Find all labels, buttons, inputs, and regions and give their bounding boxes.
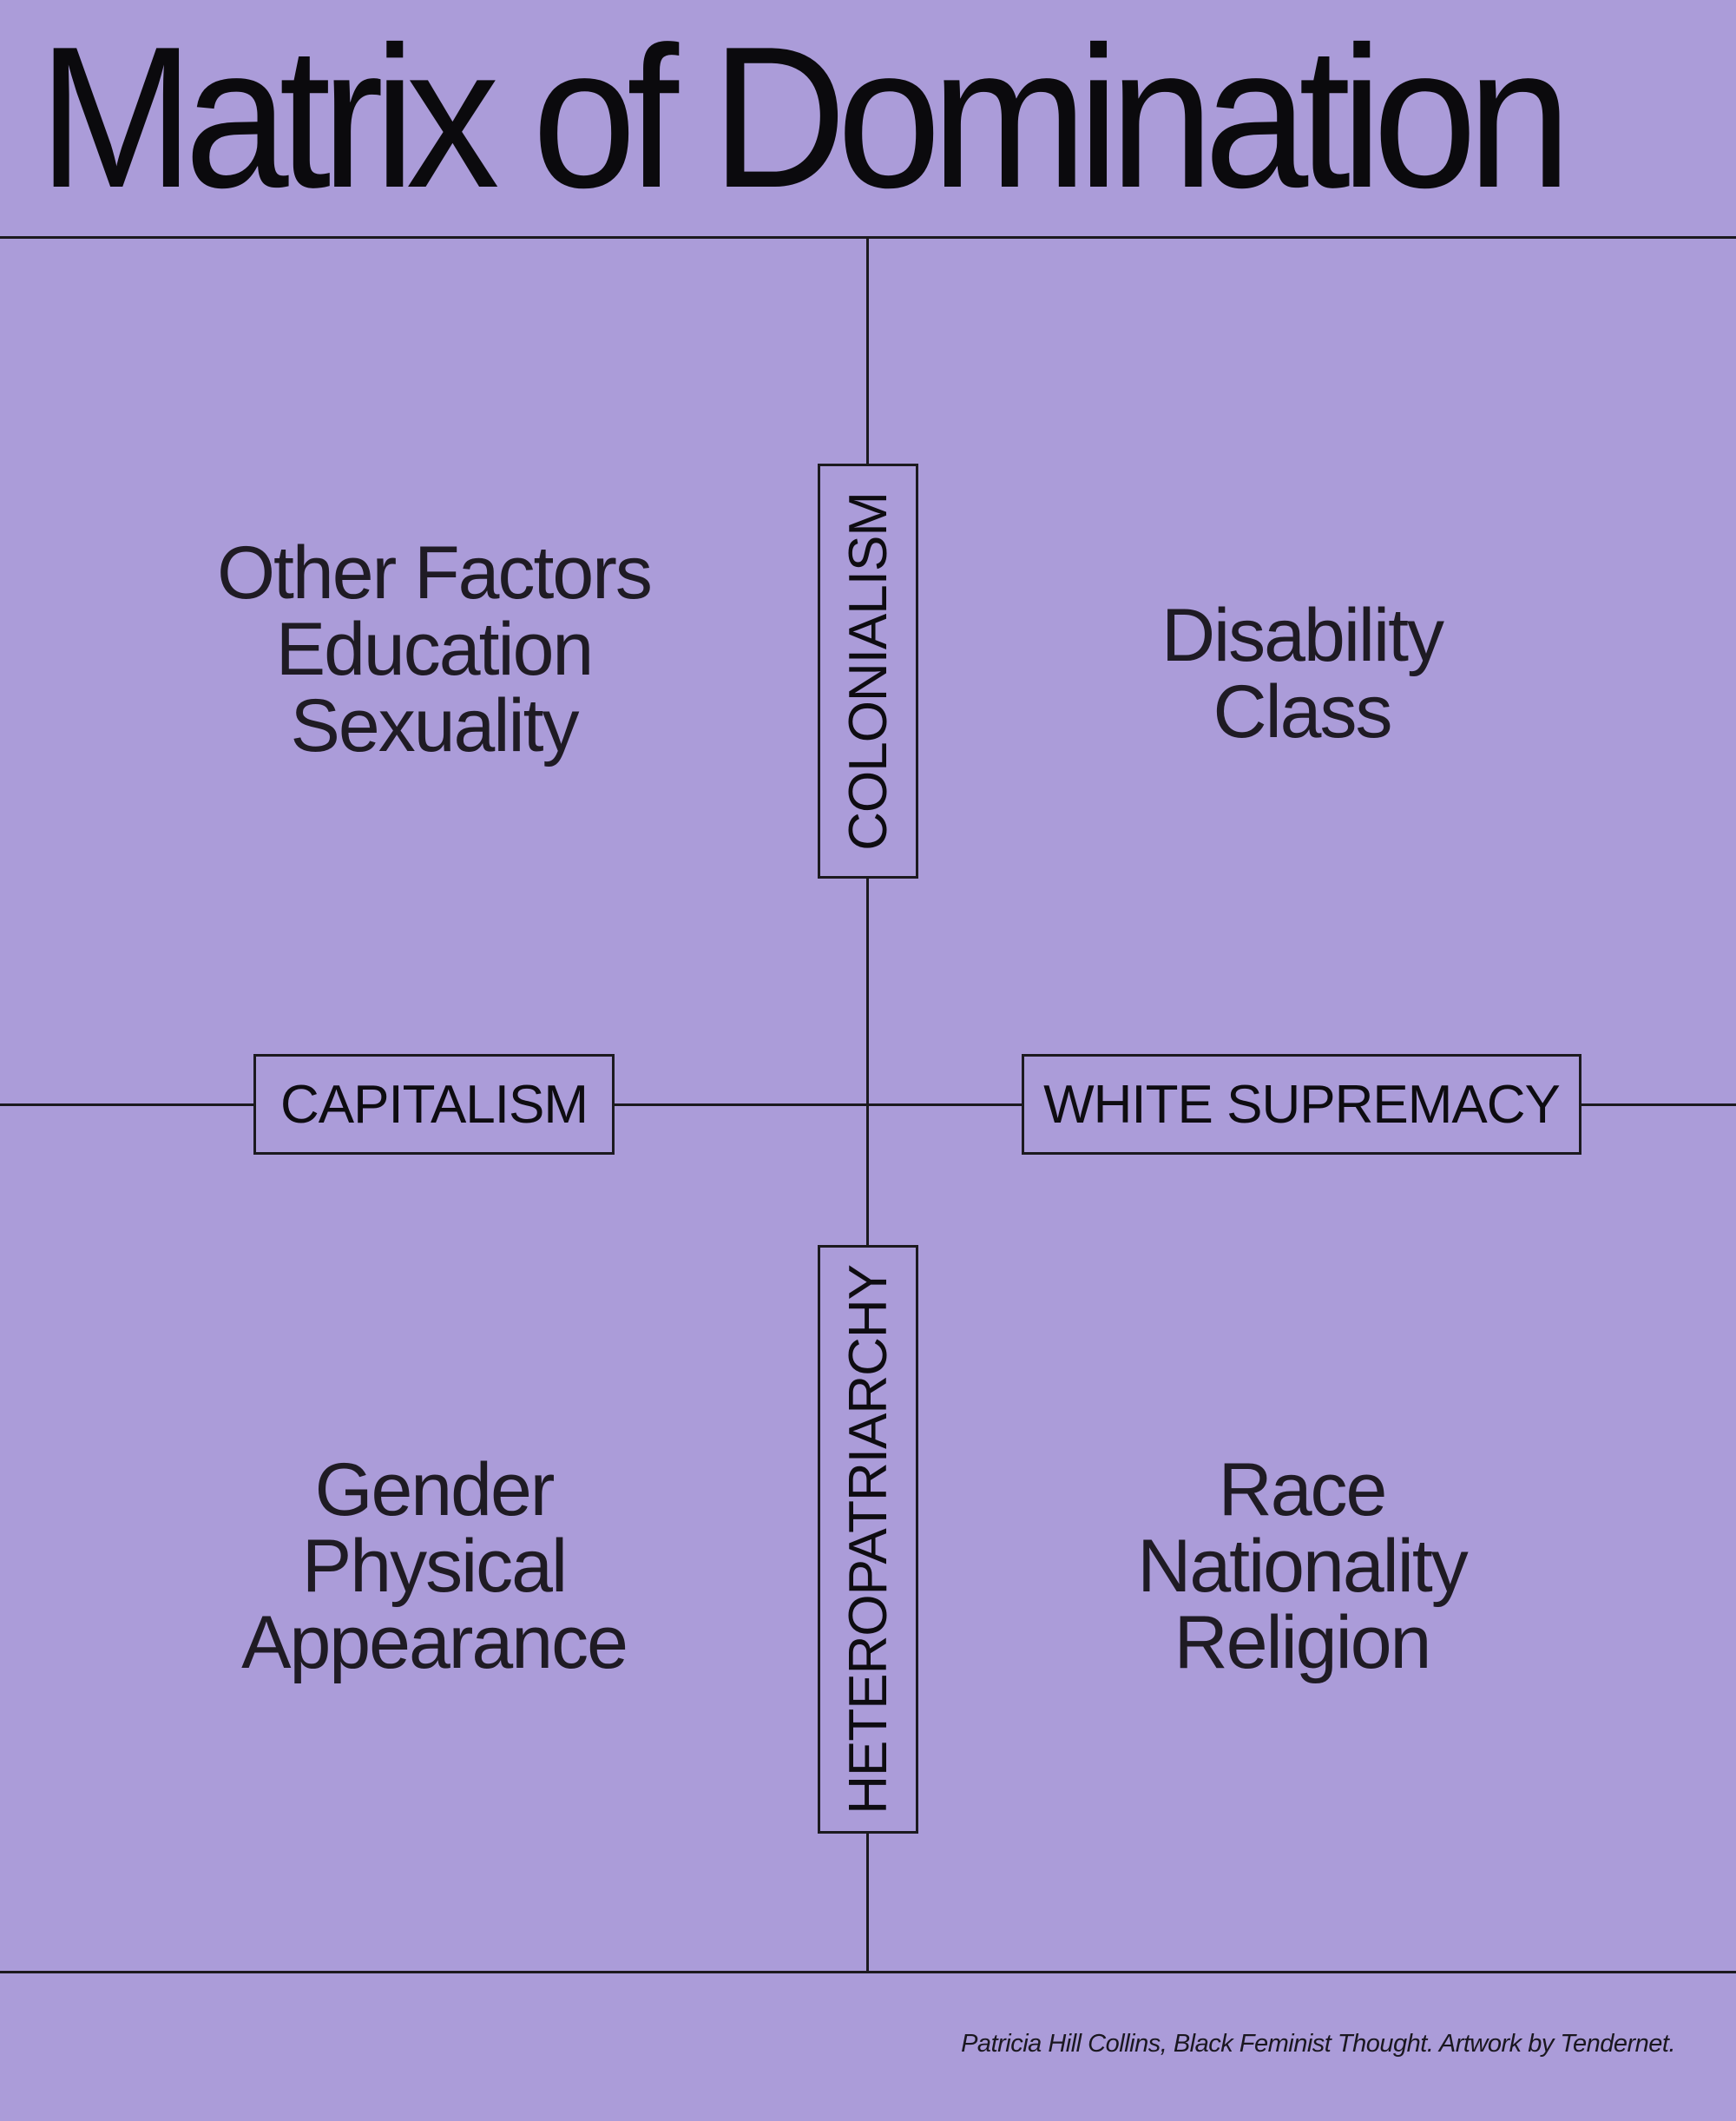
axis-label-text: COLONIALISM: [838, 491, 898, 851]
axis-label-text: WHITE SUPREMACY: [1043, 1074, 1561, 1135]
quadrant-top-right: Disability Class: [998, 597, 1606, 750]
axis-label-heteropatriarchy: HETEROPATRIARCHY: [818, 1245, 918, 1834]
quadrant-item: Gender: [314, 1448, 556, 1531]
quadrant-item: Nationality: [1137, 1525, 1469, 1608]
quadrant-bottom-right: Race Nationality Religion: [998, 1452, 1606, 1681]
quadrant-item: Class: [1213, 670, 1392, 754]
axis-label-capitalism: CAPITALISM: [253, 1054, 615, 1155]
credit-caption: Patricia Hill Collins, Black Feminist Th…: [961, 2030, 1675, 2058]
page-title: Matrix of Domination: [38, 5, 1571, 230]
quadrant-item: Education: [275, 608, 595, 691]
bottom-divider: [0, 1971, 1736, 1973]
quadrant-item: Race: [1218, 1448, 1388, 1531]
axis-label-text: HETEROPATRIARCHY: [838, 1264, 898, 1815]
axis-label-colonialism: COLONIALISM: [818, 464, 918, 879]
axis-label-white-supremacy: WHITE SUPREMACY: [1022, 1054, 1581, 1155]
quadrant-top-left: Other Factors Education Sexuality: [130, 535, 738, 764]
quadrant-bottom-left: Gender Physical Appearance: [130, 1452, 738, 1681]
quadrant-item: Other Factors: [217, 531, 653, 615]
quadrant-item: Disability: [1161, 594, 1444, 677]
quadrant-item: Sexuality: [290, 684, 580, 767]
quadrant-item: Physical: [301, 1525, 568, 1608]
quadrant-item: Appearance: [241, 1601, 628, 1684]
quadrant-item: Religion: [1174, 1601, 1432, 1684]
axis-label-text: CAPITALISM: [279, 1074, 589, 1135]
center-vertical-axis: [866, 237, 869, 1972]
